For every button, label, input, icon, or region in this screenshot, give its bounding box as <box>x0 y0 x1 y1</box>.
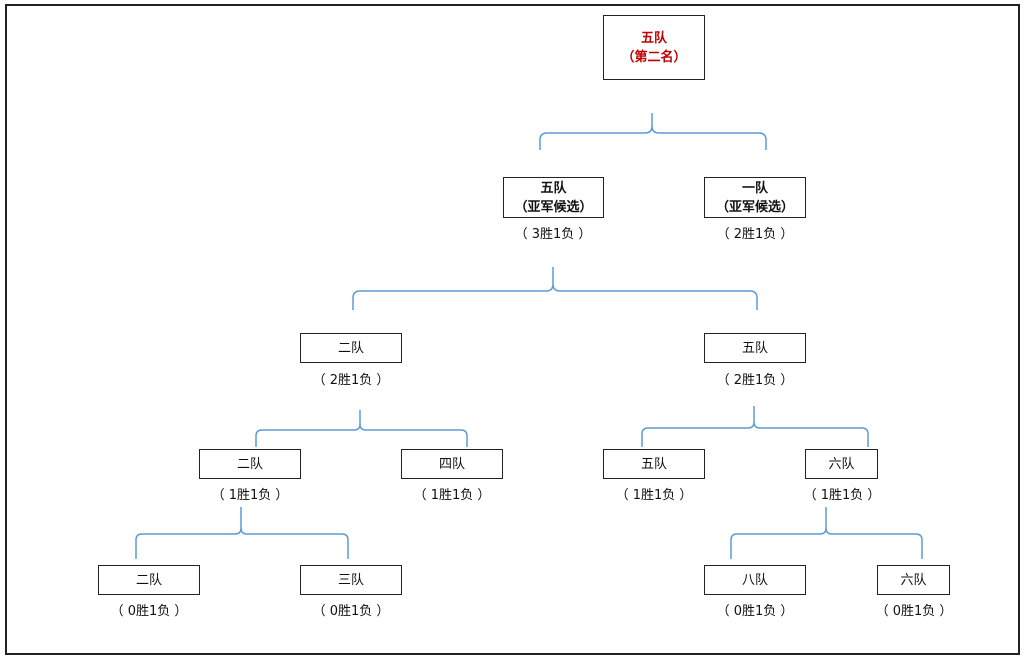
level3-node-erdui: 二队 <box>199 449 301 479</box>
brace-level3-left <box>255 410 468 447</box>
node-name: 五队 <box>540 180 567 196</box>
node-name: 八队 <box>741 572 768 588</box>
node-name: 六队 <box>828 456 855 472</box>
level2-node-wudui: 五队 <box>704 333 806 363</box>
level3-record-wudui: （ 1胜1负 ） <box>615 488 693 503</box>
brace-level4-right <box>730 507 923 559</box>
level1-record-yidui: （ 2胜1负 ） <box>716 227 794 242</box>
level3-node-sidui: 四队 <box>401 449 503 479</box>
brace-level3-right <box>641 406 869 447</box>
champion-rank: （第二名） <box>621 49 687 65</box>
level4-node-sandui: 三队 <box>300 565 402 595</box>
champion-node: 五队 （第二名） <box>603 15 705 80</box>
level4-node-erdui: 二队 <box>98 565 200 595</box>
node-name: 五队 <box>741 340 768 356</box>
node-name: 二队 <box>236 456 263 472</box>
diagram-frame <box>5 4 1020 655</box>
node-sub: （亚军候选） <box>514 199 593 215</box>
level2-record-erdui: （ 2胜1负 ） <box>312 373 390 388</box>
level3-node-liudui: 六队 <box>805 449 878 479</box>
brace-top <box>539 113 767 150</box>
brace-level2 <box>352 267 758 310</box>
node-name: 五队 <box>640 456 667 472</box>
level4-record-badui: （ 0胜1负 ） <box>716 604 794 619</box>
node-name: 二队 <box>135 572 162 588</box>
level1-node-wudui: 五队 （亚军候选） <box>503 177 604 218</box>
level2-node-erdui: 二队 <box>300 333 402 363</box>
level4-node-liudui: 六队 <box>877 565 950 595</box>
node-name: 二队 <box>337 340 364 356</box>
level3-node-wudui: 五队 <box>603 449 705 479</box>
node-sub: （亚军候选） <box>715 199 794 215</box>
level4-record-liudui: （ 0胜1负 ） <box>875 604 953 619</box>
level4-record-erdui: （ 0胜1负 ） <box>110 604 188 619</box>
level3-record-liudui: （ 1胜1负 ） <box>803 488 881 503</box>
level3-record-sidui: （ 1胜1负 ） <box>413 488 491 503</box>
node-name: 三队 <box>337 572 364 588</box>
level1-node-yidui: 一队 （亚军候选） <box>704 177 806 218</box>
level3-record-erdui: （ 1胜1负 ） <box>211 488 289 503</box>
node-name: 四队 <box>438 456 465 472</box>
level4-record-sandui: （ 0胜1负 ） <box>312 604 390 619</box>
node-name: 一队 <box>741 180 768 196</box>
level2-record-wudui: （ 2胜1负 ） <box>716 373 794 388</box>
level4-node-badui: 八队 <box>704 565 806 595</box>
level1-record-wudui: （ 3胜1负 ） <box>514 227 592 242</box>
brace-level4-left <box>135 507 349 559</box>
node-name: 六队 <box>900 572 927 588</box>
champion-name: 五队 <box>640 30 667 46</box>
